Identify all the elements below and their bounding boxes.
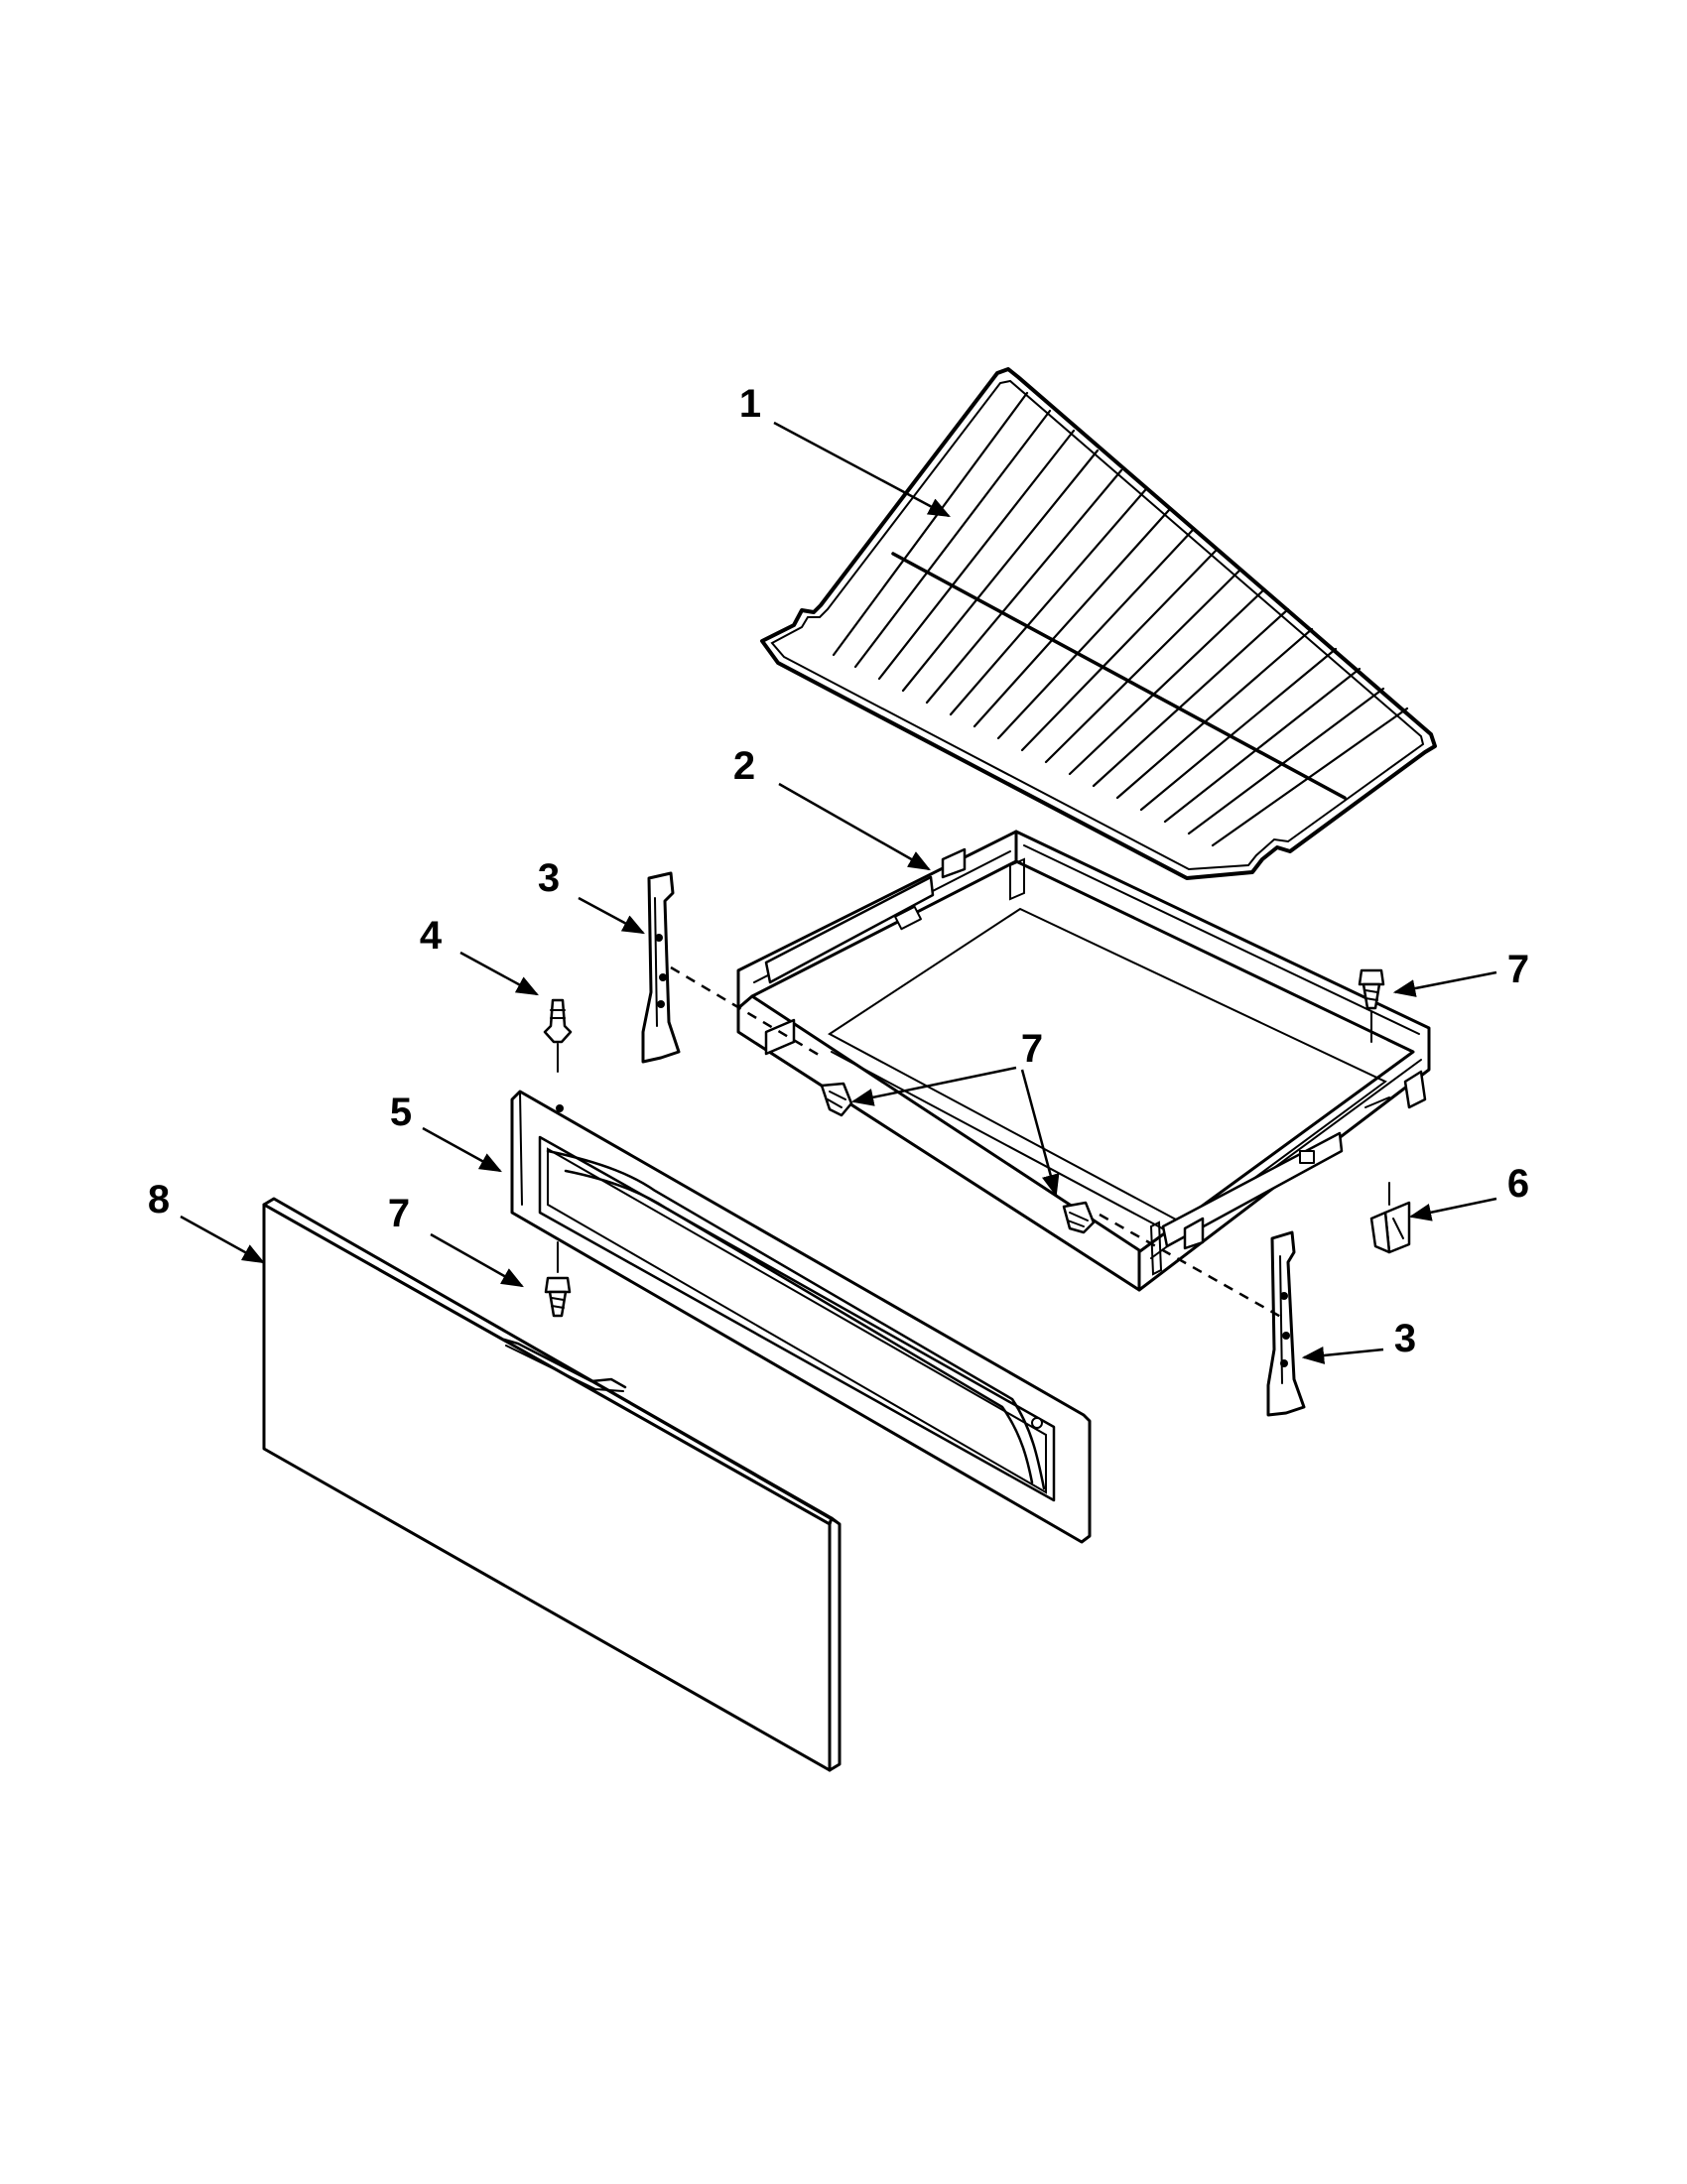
callout-6: 6	[1507, 1162, 1529, 1206]
screw-drawer-left[interactable]	[820, 1082, 853, 1117]
plug-button[interactable]	[543, 998, 573, 1073]
callout-7-front: 7	[388, 1192, 410, 1235]
callout-5: 5	[390, 1091, 412, 1134]
drawer-front-panel[interactable]	[262, 1197, 842, 1772]
drawer-front-liner[interactable]	[510, 1090, 1092, 1544]
oven-rack[interactable]	[760, 367, 1437, 880]
clip[interactable]	[1369, 1182, 1411, 1254]
drawer-slide-left[interactable]	[641, 871, 681, 1064]
screw-drawer-center[interactable]	[1062, 1201, 1096, 1234]
callout-7-top-right: 7	[1507, 948, 1529, 991]
callout-7-drawer: 7	[1021, 1027, 1043, 1071]
callout-8: 8	[148, 1178, 170, 1221]
alignment-line-left	[670, 965, 825, 1060]
callout-labels: 1 2 3 3 4 5 6 7 7 7 8	[148, 382, 1529, 1360]
drawer-slide-right[interactable]	[1266, 1230, 1306, 1417]
callout-3-right: 3	[1394, 1317, 1416, 1360]
screw-front[interactable]	[544, 1241, 572, 1318]
callout-4: 4	[420, 914, 443, 958]
screw-top-right[interactable]	[1358, 968, 1385, 1043]
drawer-body[interactable]	[736, 830, 1431, 1292]
callout-1: 1	[739, 382, 761, 426]
callout-2: 2	[733, 744, 755, 788]
leader-arrows	[180, 421, 1497, 1364]
callout-3-left: 3	[538, 856, 560, 900]
rack-wires	[832, 391, 1409, 847]
